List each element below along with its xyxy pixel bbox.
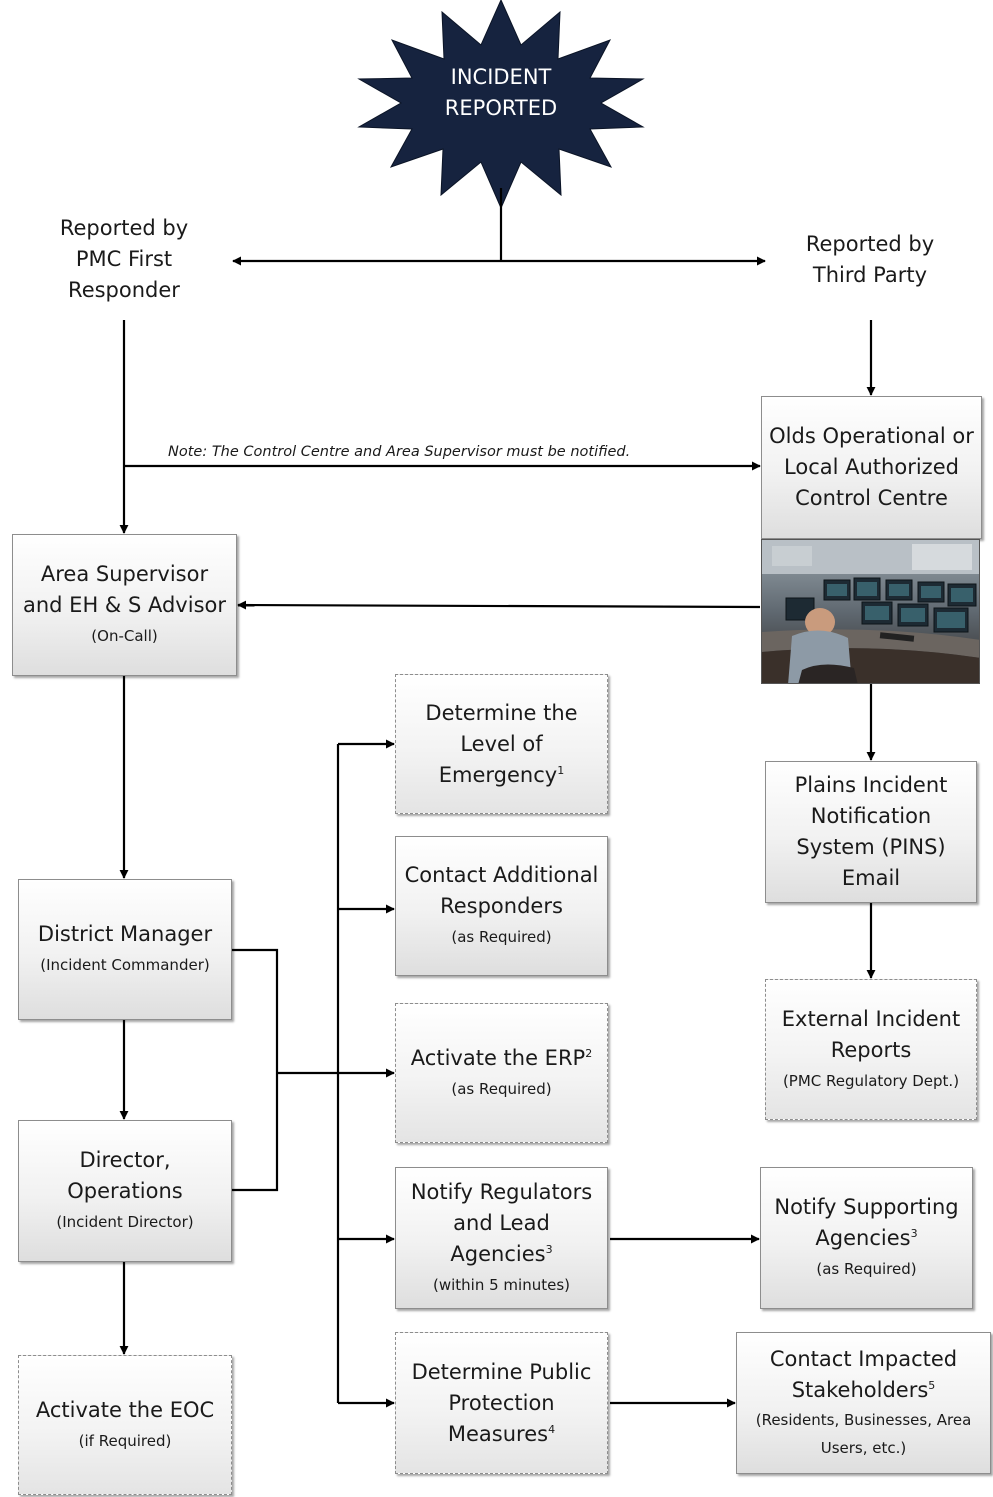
box-text-line: (Incident Commander) [40, 956, 210, 974]
box-text-line: PMC First [75, 247, 173, 271]
stakeholders-box: Contact Impacted Stakeholders5 (Resident… [736, 1332, 991, 1474]
box-text-line: Reports [830, 1037, 912, 1062]
contact-responders-box: Contact Additional Responders (as Requir… [395, 836, 608, 976]
box-text-line: Control Centre [795, 486, 948, 510]
box-text-line: Area Supervisor [40, 562, 209, 586]
box-text-line: Plains Incident [794, 773, 948, 797]
box-text-line: Activate the EOC [35, 1397, 215, 1422]
box-text-line: Determine Public [411, 1359, 592, 1384]
box-text-line: Level of [460, 731, 543, 756]
footnote-2: 2 [585, 1046, 593, 1060]
box-text-line: (as Required) [451, 1079, 552, 1098]
box-text-line: Operations [67, 1179, 183, 1203]
box-text-line: Contact Additional [404, 863, 599, 887]
box-text-line: Agencies3 [815, 1223, 917, 1254]
box-text-line: and Lead [453, 1210, 550, 1235]
box-text-line: District Manager [37, 922, 213, 946]
bracket-from-district-manager [232, 948, 279, 1192]
box-text-line: Responders [440, 894, 563, 918]
stakeholders-line2: Stakeholders [791, 1378, 929, 1402]
activate-erp-box: Activate the ERP2 (as Required) [395, 1003, 608, 1143]
box-text-line: Protection [448, 1390, 555, 1415]
box-text-line: Local Authorized [784, 455, 959, 479]
box-text-line: (as Required) [816, 1260, 917, 1278]
footnote-5: 5 [928, 1379, 936, 1392]
box-text-line: (Incident Director) [56, 1213, 194, 1231]
reported-by-third-party: Reported by Third Party [770, 229, 970, 291]
box-text-line: and EH & S Advisor [23, 593, 226, 617]
footnote-4: 4 [548, 1422, 556, 1436]
footnote-1: 1 [557, 763, 565, 777]
footnote-3b: 3 [910, 1227, 918, 1240]
activate-eoc-box: Activate the EOC (if Required) [18, 1355, 232, 1495]
notify-regulators-line3: Agencies [450, 1241, 546, 1266]
box-text-line: Stakeholders5 [792, 1375, 936, 1406]
box-text-line: Notify Supporting [774, 1195, 959, 1219]
box-text-line: Reported by [805, 232, 935, 256]
box-text-line: System (PINS) [796, 835, 946, 859]
director-operations-box: Director, Operations (Incident Director) [18, 1120, 232, 1262]
box-text-line: (PMC Regulatory Dept.) [782, 1071, 960, 1090]
box-text-line: Agencies3 [450, 1239, 552, 1270]
box-text-line: Email [841, 866, 901, 890]
activate-erp-label: Activate the ERP [410, 1045, 586, 1070]
box-text-line: REPORTED [444, 96, 558, 120]
box-text-line: Determine the [425, 700, 578, 725]
box-text-line: (Residents, Businesses, Area [755, 1411, 972, 1429]
box-text-line: Reported by [59, 216, 189, 240]
notification-note: Note: The Control Centre and Area Superv… [168, 444, 631, 460]
district-manager-box: District Manager (Incident Commander) [18, 879, 232, 1020]
box-text-line: Notification [810, 804, 932, 828]
notify-supporting-box: Notify Supporting Agencies3 (as Required… [760, 1167, 973, 1309]
box-text-line: (as Required) [451, 928, 552, 946]
notify-regulators-box: Notify Regulators and Lead Agencies3 (wi… [395, 1167, 608, 1309]
area-supervisor-box: Area Supervisor and EH & S Advisor (On-C… [12, 534, 237, 676]
arrow-control-to-supervisor [237, 600, 761, 610]
box-text-line: Notify Regulators [410, 1179, 593, 1204]
box-text-line: Olds Operational or [769, 424, 974, 448]
determine-level-line3: Emergency [438, 762, 558, 787]
box-text-line: (within 5 minutes) [433, 1275, 570, 1294]
box-text-line: External Incident [781, 1006, 961, 1031]
box-text-line: (On-Call) [91, 627, 158, 645]
box-text-line: Responder [68, 278, 180, 302]
box-text-line: (if Required) [78, 1431, 172, 1450]
public-protection-box: Determine Public Protection Measures4 [395, 1332, 608, 1474]
box-text-line: Users, etc.) [820, 1439, 907, 1457]
box-text-line: INCIDENT [450, 65, 552, 89]
box-text-line: Contact Impacted [769, 1347, 958, 1371]
control-centre-box: Olds Operational or Local Authorized Con… [761, 396, 982, 539]
pins-email-box: Plains Incident Notification System (PIN… [765, 761, 977, 903]
box-text-line: Measures4 [448, 1419, 555, 1450]
notify-supporting-line2: Agencies [815, 1226, 911, 1250]
footnote-3: 3 [545, 1242, 553, 1256]
box-text-line: Director, [79, 1148, 171, 1172]
box-text-line: Activate the ERP2 [411, 1043, 592, 1074]
reported-by-first-responder: Reported by PMC First Responder [24, 213, 224, 306]
public-protection-line3: Measures [447, 1421, 549, 1446]
incident-reported-label: INCIDENT REPORTED [420, 62, 582, 124]
box-text-line: Emergency1 [439, 760, 564, 791]
box-text-line: Third Party [812, 263, 928, 287]
control-room-photo [761, 539, 980, 684]
external-reports-box: External Incident Reports (PMC Regulator… [765, 979, 977, 1120]
determine-level-box: Determine the Level of Emergency1 [395, 674, 608, 814]
